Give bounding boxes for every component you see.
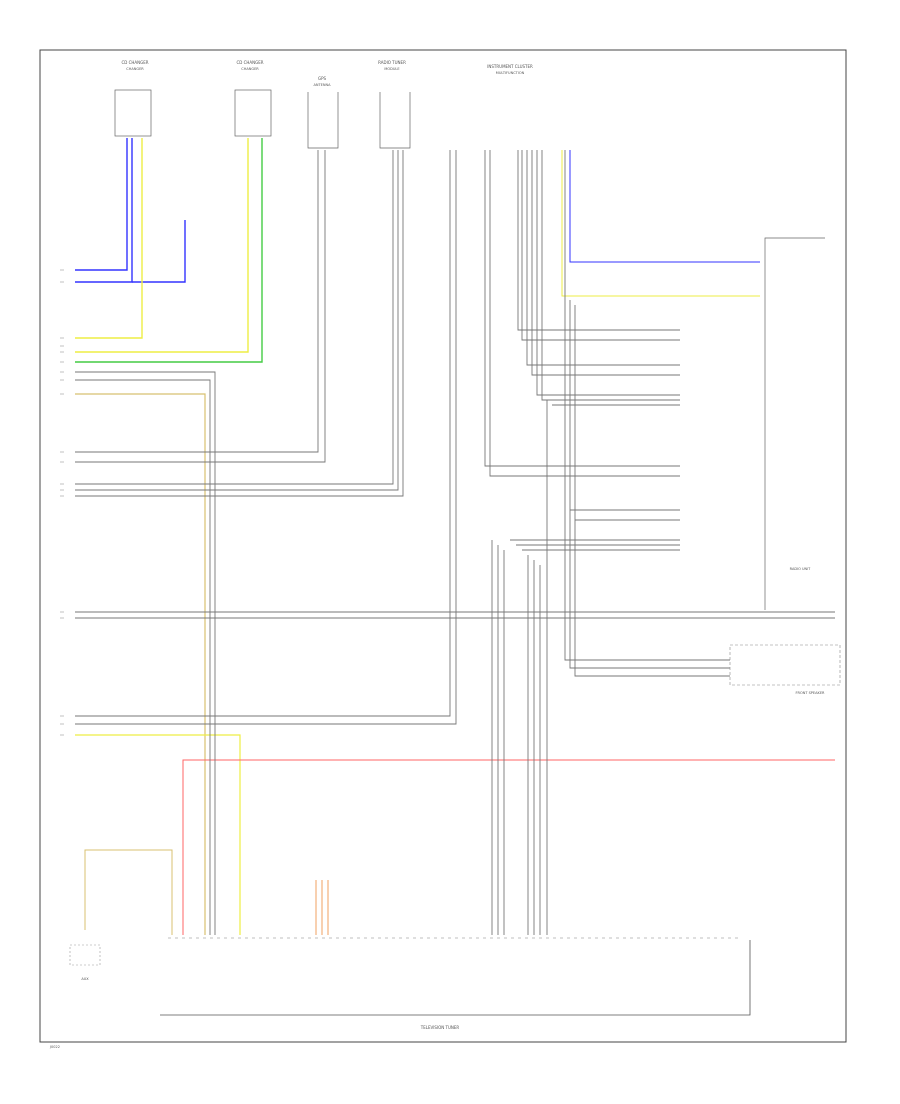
radio-unit-box: RADIO UNIT <box>764 237 825 610</box>
colored-wires <box>75 138 835 935</box>
aux-jack: AUX <box>69 944 101 981</box>
top-connector-2: CD CHANGER CHANGER <box>234 60 272 137</box>
aux-label: AUX <box>81 977 89 981</box>
top-connector-1-sub: CHANGER <box>126 67 144 71</box>
top-connector-1-label: CD CHANGER <box>121 60 148 65</box>
radio-unit-title: RADIO UNIT <box>790 567 811 571</box>
gray-wires <box>75 150 835 935</box>
top-connector-3: GPS ANTENNA <box>307 76 339 149</box>
front-speaker-title: FRONT SPEAKER <box>796 691 826 695</box>
top-connector-2-sub: CHANGER <box>241 67 259 71</box>
top-connector-4-sub: MODULE <box>384 67 399 71</box>
top-connector-3-sub: ANTENNA <box>314 83 332 87</box>
top-connector-5-sub: MULTIFUNCTION <box>496 71 525 75</box>
front-speaker-box: FRONT SPEAKER <box>729 644 841 695</box>
footer-code: J0022 <box>49 1045 60 1049</box>
television-tuner: TELEVISION TUNER <box>160 937 751 1030</box>
top-connector-2-label: CD CHANGER <box>236 60 263 65</box>
top-connector-3-label: GPS <box>318 76 327 81</box>
top-connector-4-label: RADIO TUNER <box>378 60 406 65</box>
television-tuner-title: TELEVISION TUNER <box>420 1025 460 1030</box>
top-connector-4: RADIO TUNER MODULE <box>378 60 411 149</box>
top-connector-1: CD CHANGER CHANGER <box>114 60 152 137</box>
top-connector-5: INSTRUMENT CLUSTER MULTIFUNCTION <box>487 64 533 75</box>
top-connector-5-label: INSTRUMENT CLUSTER <box>487 64 533 69</box>
diagram-frame <box>39 49 847 1043</box>
